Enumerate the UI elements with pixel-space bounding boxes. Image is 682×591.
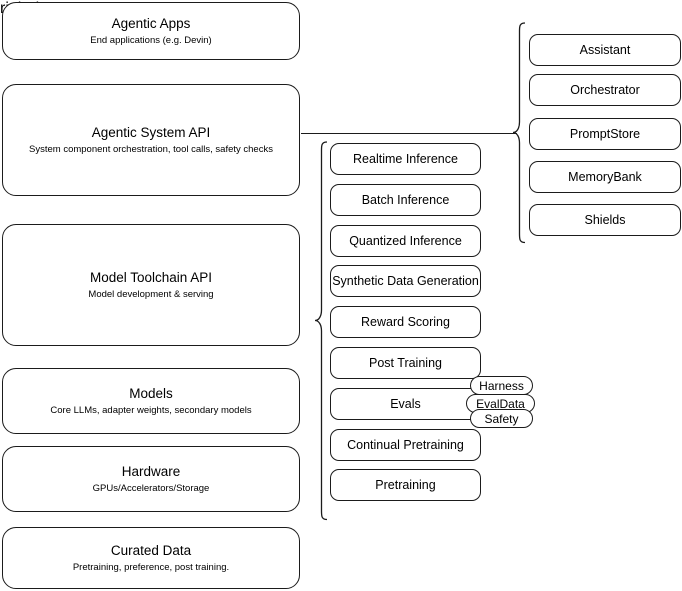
toolchain-label: Reward Scoring <box>361 315 450 329</box>
toolchain-label: Pretraining <box>375 478 436 492</box>
layer-subtitle: GPUs/Accelerators/Storage <box>92 483 210 494</box>
eval-tag-label: Harness <box>479 378 524 393</box>
eval-tag-safety[interactable]: Safety <box>470 409 533 428</box>
toolchain-label: Batch Inference <box>361 193 450 207</box>
toolchain-realtime-inference[interactable]: Realtime Inference <box>330 143 481 175</box>
layer-subtitle: Core LLMs, adapter weights, secondary mo… <box>50 405 252 416</box>
component-orchestrator[interactable]: Orchestrator <box>529 74 681 106</box>
layer-model-toolchain-api[interactable]: Model Toolchain API Model development & … <box>2 224 300 346</box>
layer-hardware[interactable]: Hardware GPUs/Accelerators/Storage <box>2 446 300 512</box>
layer-title: Hardware <box>121 464 181 479</box>
eval-tag-label: Safety <box>484 411 519 426</box>
toolchain-label: Continual Pretraining <box>347 438 464 452</box>
brace-system-components <box>512 22 526 244</box>
toolchain-pretraining[interactable]: Pretraining <box>330 469 481 501</box>
layer-subtitle: Model development & serving <box>88 289 214 300</box>
toolchain-label: Evals <box>390 397 421 411</box>
component-memorybank[interactable]: MemoryBank <box>529 161 681 193</box>
component-label: Orchestrator <box>570 83 640 97</box>
component-label: PromptStore <box>569 127 641 141</box>
toolchain-label: Quantized Inference <box>349 234 462 248</box>
eval-tag-harness[interactable]: Harness <box>470 376 533 395</box>
connector-system-api-to-components <box>301 132 517 134</box>
layer-subtitle: End applications (e.g. Devin) <box>90 35 212 46</box>
component-label: Shields <box>584 213 626 227</box>
layer-models[interactable]: Models Core LLMs, adapter weights, secon… <box>2 368 300 434</box>
layer-title: Agentic Apps <box>111 16 191 31</box>
toolchain-label: Synthetic Data Generation <box>332 274 479 288</box>
toolchain-post-training[interactable]: Post Training <box>330 347 481 379</box>
component-label: MemoryBank <box>568 170 642 184</box>
component-promptstore[interactable]: PromptStore <box>529 118 681 150</box>
layer-title: Curated Data <box>110 543 192 558</box>
layer-title: Models <box>129 386 173 401</box>
layer-curated-data[interactable]: Curated Data Pretraining, preference, po… <box>2 527 300 589</box>
toolchain-continual-pretraining[interactable]: Continual Pretraining <box>330 429 481 461</box>
eval-tag-label: EvalData <box>476 396 525 411</box>
component-label: Assistant <box>579 43 631 57</box>
toolchain-label: Post Training <box>369 356 442 370</box>
layer-title: Agentic System API <box>91 125 211 140</box>
layer-subtitle: System component orchestration, tool cal… <box>29 144 273 155</box>
layer-subtitle: Pretraining, preference, post training. <box>72 562 230 573</box>
layer-title: Model Toolchain API <box>89 270 213 285</box>
toolchain-quantized-inference[interactable]: Quantized Inference <box>330 225 481 257</box>
brace-toolchain-components <box>314 141 328 521</box>
toolchain-batch-inference[interactable]: Batch Inference <box>330 184 481 216</box>
toolchain-evals[interactable]: Evals <box>330 388 481 420</box>
toolchain-synthetic-data-generation[interactable]: Synthetic Data Generation <box>330 265 481 297</box>
component-assistant[interactable]: Assistant <box>529 34 681 66</box>
toolchain-reward-scoring[interactable]: Reward Scoring <box>330 306 481 338</box>
layer-agentic-system-api[interactable]: Agentic System API System component orch… <box>2 84 300 196</box>
toolchain-label: Realtime Inference <box>353 152 458 166</box>
component-shields[interactable]: Shields <box>529 204 681 236</box>
layer-agentic-apps[interactable]: Agentic Apps End applications (e.g. Devi… <box>2 2 300 60</box>
